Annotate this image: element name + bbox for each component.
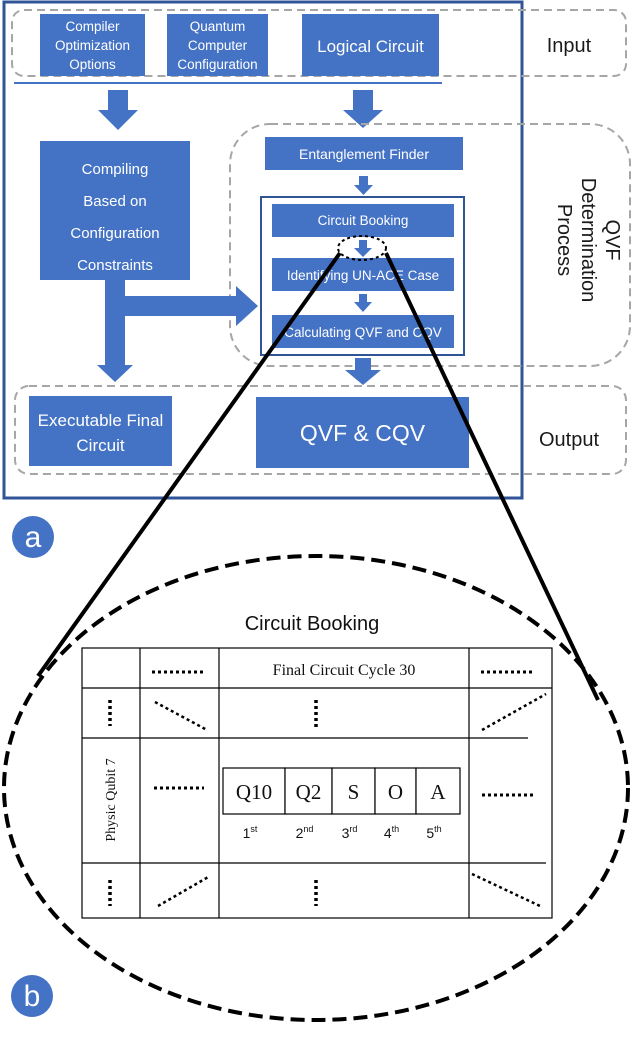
booking-title: Circuit Booking [245,613,380,635]
booking-slot-ordinal: 5th [426,824,441,841]
svg-text:Constraints: Constraints [77,257,153,274]
booking-slot-label: O [388,780,403,804]
svg-text:QVF: QVF [601,219,623,260]
svg-text:Circuit: Circuit [76,436,124,455]
qvf-determination-process-label: QVF Determination Process [553,178,623,303]
zoom-focus-ellipse [337,235,387,261]
input-label: Input [547,35,592,57]
booking-slot-ordinal: 1st [243,824,258,841]
compiler-optimization-options-box: Compiler Optimization Options [40,14,145,76]
booking-slot: O 4th [374,767,417,841]
booking-slot: Q10 1st [222,767,286,841]
booking-slot-label: Q10 [236,780,272,804]
svg-text:Determination: Determination [577,178,599,303]
svg-text:Calculating QVF and CQV: Calculating QVF and CQV [284,325,442,340]
svg-text:Process: Process [553,204,575,276]
zoom-line-left [36,251,342,678]
down-arrow-icon [354,176,373,195]
down-arrow-icon [345,358,381,385]
svg-text:Identifying UN-ACE Case: Identifying UN-ACE Case [287,268,439,283]
qubit-label: Physic Qubit 7 [104,758,119,841]
entanglement-finder-box: Entanglement Finder [265,137,463,170]
badge-b: b [11,975,53,1017]
diagonal-dots-icon [481,692,547,732]
svg-text:Compiler: Compiler [65,19,120,34]
svg-text:b: b [24,980,41,1013]
svg-text:Logical Circuit: Logical Circuit [317,37,424,56]
identifying-unace-case-box: Identifying UN-ACE Case [272,258,454,291]
svg-text:Compiling: Compiling [82,161,149,178]
booking-slot: S 3rd [331,767,376,841]
zoom-ellipse [2,554,630,1022]
booking-slot-label: S [348,780,360,804]
badge-a: a [12,516,54,558]
booking-slot: A 5th [415,767,461,841]
panel-a-frame [2,0,524,500]
output-label: Output [539,429,599,451]
booking-slot-ordinal: 2nd [296,824,314,841]
booking-slot-label: Q2 [296,780,322,804]
process-inner-frame [260,196,465,356]
svg-text:Options: Options [69,57,116,72]
booking-slot-ordinal: 3rd [342,824,358,841]
diagonal-dots-icon [154,700,208,732]
svg-text:Based on: Based on [83,193,146,210]
svg-text:QVF & CQV: QVF & CQV [300,420,426,446]
svg-text:Configuration: Configuration [177,57,257,72]
down-arrow-icon [354,294,372,312]
down-arrow-icon [343,90,383,128]
qvf-determination-group [229,123,631,367]
quantum-computer-configuration-box: Quantum Computer Configuration [167,14,268,76]
down-arrow-icon [98,90,138,130]
svg-text:Circuit Booking: Circuit Booking [318,213,409,228]
output-group [14,385,627,475]
diagonal-dots-icon [157,874,211,908]
zoom-line-right [384,252,600,701]
booking-table [81,647,553,919]
down-arrow-icon [354,240,372,257]
circuit-booking-box: Circuit Booking [272,204,454,237]
booking-slot-ordinal: 4th [384,824,399,841]
diagonal-dots-icon [471,872,541,908]
svg-text:Quantum: Quantum [190,19,246,34]
cycle-header: Final Circuit Cycle 30 [273,662,416,679]
svg-text:Computer: Computer [188,38,248,53]
svg-text:Optimization: Optimization [55,38,130,53]
svg-text:Configuration: Configuration [70,225,159,242]
qvf-cqv-box: QVF & CQV [256,397,469,468]
logical-circuit-box: Logical Circuit [302,14,439,76]
executable-final-circuit-box: Executable Final Circuit [29,396,172,466]
svg-text:Executable Final: Executable Final [38,411,164,430]
svg-text:Entanglement Finder: Entanglement Finder [299,146,429,162]
svg-text:a: a [25,521,42,554]
compiling-based-on-configuration-constraints-box: Compiling Based on Configuration Constra… [40,141,190,280]
slot-row: Q10 1st Q2 2nd S 3rd O 4th A 5th [222,767,461,841]
booking-slot: Q2 2nd [284,767,333,841]
booking-slot-label: A [430,780,446,804]
right-arrow-icon [97,280,258,382]
